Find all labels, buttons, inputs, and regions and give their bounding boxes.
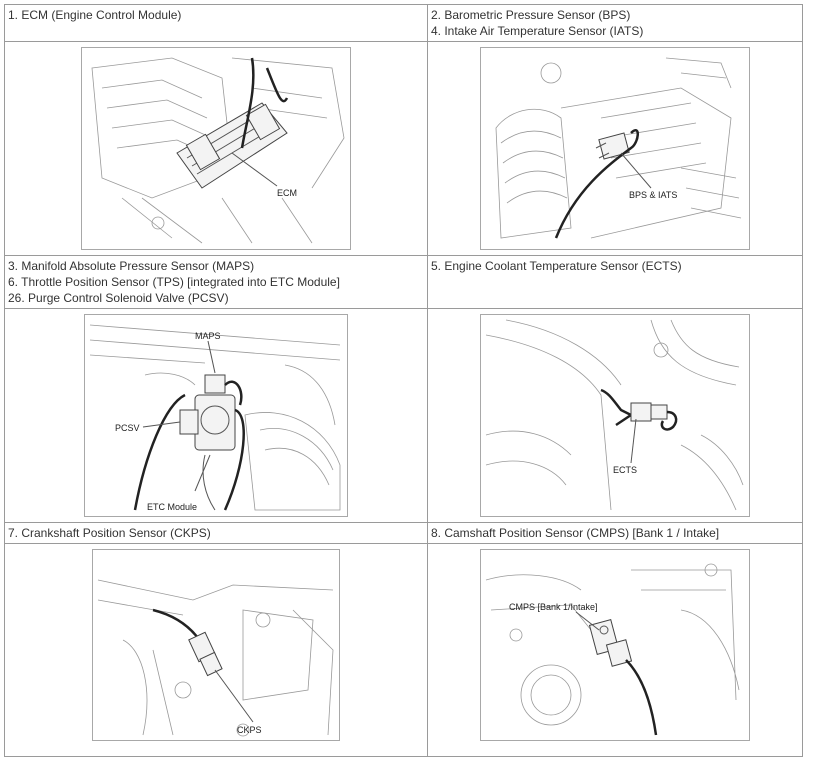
ects-header: 5. Engine Coolant Temperature Sensor (EC…	[431, 259, 682, 273]
ckps-header-cell: 7. Crankshaft Position Sensor (CKPS)	[4, 522, 428, 544]
ecm-header: 1. ECM (Engine Control Module)	[8, 8, 182, 22]
pcsv-callout-label: PCSV	[115, 423, 140, 433]
ects-figure-cell: ECTS	[427, 308, 803, 523]
cmps-header: 8. Camshaft Position Sensor (CMPS) [Bank…	[431, 526, 720, 540]
cmps-header-cell: 8. Camshaft Position Sensor (CMPS) [Bank…	[427, 522, 803, 544]
ckps-callout-label: CKPS	[237, 725, 262, 735]
ckps-illustration: CKPS	[92, 549, 340, 741]
maps-tps-pcsv-illustration: MAPS PCSV ETC Module	[84, 314, 348, 517]
ects-callout-label: ECTS	[613, 465, 637, 475]
ects-illustration: ECTS	[480, 314, 750, 517]
bps-iats-illustration: BPS & IATS	[480, 47, 750, 250]
bps-iats-callout-label: BPS & IATS	[629, 190, 677, 200]
maps-tps-pcsv-figure-cell: MAPS PCSV ETC Module	[4, 308, 428, 523]
cmps-callout-label: CMPS [Bank 1/Intake]	[509, 602, 598, 612]
maps-tps-pcsv-header-cell: 3. Manifold Absolute Pressure Sensor (MA…	[4, 255, 428, 309]
tps-header: 6. Throttle Position Sensor (TPS) [integ…	[8, 275, 340, 289]
iats-header: 4. Intake Air Temperature Sensor (IATS)	[431, 24, 644, 38]
ecm-header-cell: 1. ECM (Engine Control Module)	[4, 4, 428, 42]
ecm-figure-cell: ECM	[4, 41, 428, 256]
cmps-figure-cell: CMPS [Bank 1/Intake]	[427, 543, 803, 757]
bps-iats-figure-cell: BPS & IATS	[427, 41, 803, 256]
sensor-location-table: 1. ECM (Engine Control Module) 2. Barome…	[4, 4, 803, 757]
bps-iats-header-cell: 2. Barometric Pressure Sensor (BPS) 4. I…	[427, 4, 803, 42]
cmps-illustration: CMPS [Bank 1/Intake]	[480, 549, 750, 741]
ecm-callout-label: ECM	[277, 188, 297, 198]
etc-module-callout-label: ETC Module	[147, 502, 197, 512]
ckps-figure-cell: CKPS	[4, 543, 428, 757]
bps-header: 2. Barometric Pressure Sensor (BPS)	[431, 8, 631, 22]
ects-header-cell: 5. Engine Coolant Temperature Sensor (EC…	[427, 255, 803, 309]
ecm-illustration: ECM	[81, 47, 351, 250]
pcsv-header: 26. Purge Control Solenoid Valve (PCSV)	[8, 291, 229, 305]
maps-header: 3. Manifold Absolute Pressure Sensor (MA…	[8, 259, 255, 273]
ckps-header: 7. Crankshaft Position Sensor (CKPS)	[8, 526, 211, 540]
maps-callout-label: MAPS	[195, 331, 221, 341]
